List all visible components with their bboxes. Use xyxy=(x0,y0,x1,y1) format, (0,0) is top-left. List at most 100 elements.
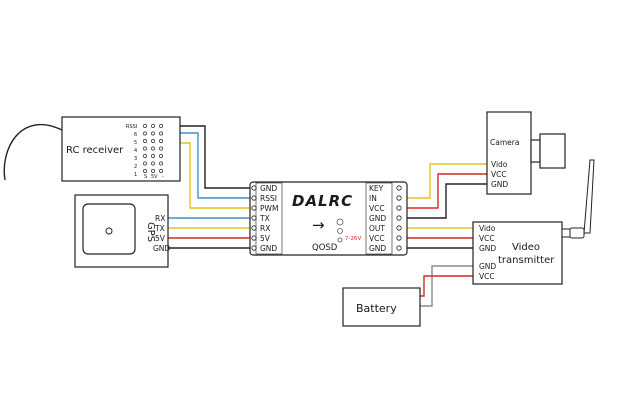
receiver-pin xyxy=(159,154,163,158)
osd-pin-pad xyxy=(251,195,257,201)
osd-pin-pad xyxy=(251,225,257,231)
osd-model-label: QOSD xyxy=(312,243,338,253)
wire-camera-video xyxy=(397,163,488,199)
osd-left-pads xyxy=(251,185,257,251)
rc-receiver-pin-grid xyxy=(143,124,163,173)
osd-left-label-frame xyxy=(255,182,283,255)
camera: Camera Vido VCC GND xyxy=(486,111,566,195)
camera-pin-video: Vido xyxy=(491,160,508,169)
osd-voltage-label: 7-26V xyxy=(345,236,361,242)
receiver-pin xyxy=(159,139,163,143)
rc-receiver-rssi-label: RSSI xyxy=(126,124,137,130)
battery: Battery xyxy=(342,287,421,327)
gps-pin-gnd: GND xyxy=(153,244,170,253)
gps-title: GPS xyxy=(145,222,156,242)
receiver-pin xyxy=(143,154,147,158)
receiver-pin xyxy=(151,131,155,136)
receiver-pin xyxy=(159,131,163,136)
gps-module: GPS RX TX 5V GND xyxy=(74,194,170,268)
vtx-pin-gnd-2: GND xyxy=(479,262,496,271)
osd-right-pin-gnd-2: GND xyxy=(369,244,386,253)
osd-led-3 xyxy=(337,237,343,243)
vtx-box xyxy=(472,221,563,285)
vtx-title-line1: Video xyxy=(512,242,540,253)
vtx-antenna-base xyxy=(569,227,585,239)
osd-pin-pad xyxy=(251,235,257,241)
osd-pin-pad xyxy=(396,235,402,241)
osd-left-pin-5v: 5V xyxy=(260,234,271,243)
wire-battery-gnd xyxy=(420,265,474,307)
osd-right-pads xyxy=(396,185,402,251)
receiver-pin xyxy=(151,154,155,158)
rc-receiver-bottom-label-s: S xyxy=(144,174,147,180)
channel-label: 2 xyxy=(134,164,137,170)
osd-pin-pad xyxy=(396,185,402,191)
osd-pin-pad xyxy=(396,195,402,201)
camera-lens xyxy=(539,133,566,169)
osd-right-pin-in: IN xyxy=(369,194,377,203)
osd-pin-pad xyxy=(396,245,402,251)
camera-title: Camera xyxy=(490,138,519,147)
osd-right-pin-vcc-2: VCC xyxy=(369,234,385,243)
gps-antenna-feed xyxy=(105,227,113,235)
rc-receiver: RC receiver RSSI 6 5 4 3 2 1 S 5V - xyxy=(61,116,181,182)
rc-receiver-title: RC receiver xyxy=(66,145,124,156)
vtx-antenna xyxy=(583,159,595,234)
osd-left-pin-tx: TX xyxy=(259,214,270,223)
vtx-pin-vcc: VCC xyxy=(479,234,495,243)
video-transmitter: Vido VCC GND GND VCC Video transmitter xyxy=(472,159,595,285)
wire-camera-vcc xyxy=(397,173,488,209)
receiver-pin xyxy=(159,161,163,166)
osd-pin-pad xyxy=(396,215,402,221)
vtx-pin-video: Vido xyxy=(479,224,496,233)
vtx-sma-connector xyxy=(561,228,571,238)
osd-right-pin-vcc: VCC xyxy=(369,204,385,213)
channel-label: 5 xyxy=(134,140,137,146)
receiver-pin xyxy=(151,161,155,166)
osd-left-pin-rx: RX xyxy=(260,224,270,233)
receiver-pin xyxy=(159,124,163,128)
receiver-pin xyxy=(143,161,147,166)
osd-brand-logo: DALRC xyxy=(292,192,353,210)
osd-right-pin-gnd: GND xyxy=(369,214,386,223)
receiver-pin xyxy=(151,146,155,151)
osd-right-label-frame xyxy=(365,182,393,255)
battery-box xyxy=(342,287,421,327)
gps-pin-tx: TX xyxy=(154,224,165,233)
osd-pin-pad xyxy=(251,245,257,251)
channel-label: 3 xyxy=(134,156,137,162)
vtx-pin-gnd: GND xyxy=(479,244,496,253)
vtx-pin-vcc-2: VCC xyxy=(479,272,495,281)
receiver-pin xyxy=(143,131,147,136)
camera-lens-housing xyxy=(530,139,541,163)
receiver-pin xyxy=(151,169,155,173)
wire-camera-gnd xyxy=(397,183,488,219)
wire-battery-vcc xyxy=(420,275,474,297)
receiver-pin xyxy=(151,139,155,143)
osd-led-2 xyxy=(337,228,343,234)
osd-pin-pad xyxy=(251,185,257,191)
wire-rssi-signal xyxy=(168,132,257,199)
channel-label: 6 xyxy=(134,132,137,138)
battery-title: Battery xyxy=(356,302,397,315)
osd-left-pin-pwm: PWM xyxy=(260,204,278,213)
rc-receiver-channel-labels: 6 5 4 3 2 1 xyxy=(134,132,137,178)
osd-pin-pad xyxy=(396,225,402,231)
rc-receiver-bottom-label-5v: 5V xyxy=(151,174,158,180)
receiver-pin xyxy=(143,124,147,128)
camera-pin-vcc: VCC xyxy=(491,170,507,179)
osd-direction-arrow: → xyxy=(312,216,325,234)
channel-label: 1 xyxy=(134,172,137,178)
osd-pin-pad xyxy=(251,215,257,221)
receiver-pin xyxy=(143,139,147,143)
receiver-pin xyxy=(143,169,147,173)
osd-right-pin-key: KEY xyxy=(369,184,384,193)
osd-right-pin-out: OUT xyxy=(369,224,385,233)
osd-board: GND RSSI PWM TX RX 5V GND KEY IN VCC GND… xyxy=(249,181,408,256)
osd-pin-pad xyxy=(396,205,402,211)
osd-left-pin-rssi: RSSI xyxy=(260,194,277,203)
receiver-pin xyxy=(159,169,163,173)
vtx-title-line2: transmitter xyxy=(498,255,555,266)
osd-left-pin-gnd: GND xyxy=(260,184,277,193)
wire-rssi-ground xyxy=(165,125,257,189)
